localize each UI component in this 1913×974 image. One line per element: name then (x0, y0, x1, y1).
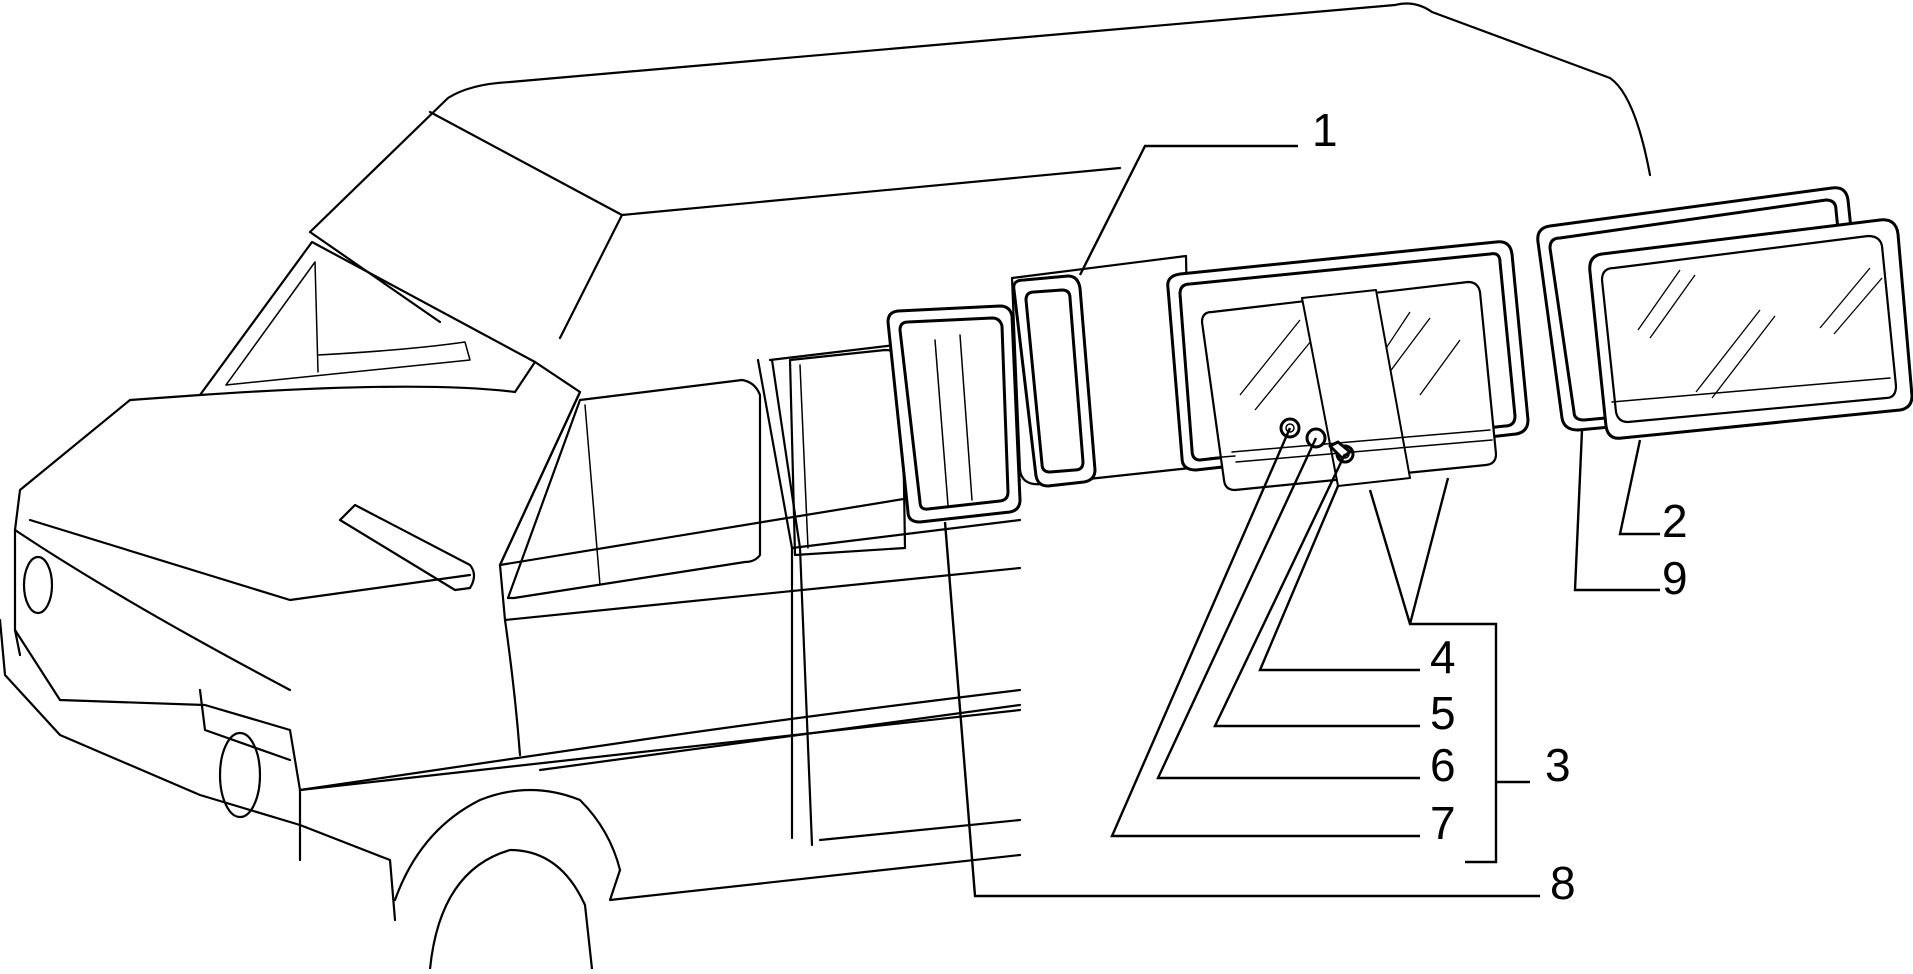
callout-7: 7 (1430, 797, 1456, 849)
callout-3: 3 (1545, 739, 1571, 791)
callout-6: 6 (1430, 739, 1456, 791)
leader-lines (943, 144, 1660, 898)
callout-9: 9 (1662, 552, 1688, 604)
part-2-glass (1588, 218, 1913, 440)
callout-8: 8 (1550, 857, 1576, 909)
callout-4: 4 (1430, 631, 1456, 683)
part-8-seal (886, 304, 1022, 524)
callout-labels: 1 2 9 4 5 6 3 7 8 (1312, 104, 1688, 909)
glass-reflection-marks (1637, 267, 1883, 399)
callout-5: 5 (1430, 687, 1456, 739)
part-3-sliding-window-assembly (1166, 240, 1530, 492)
van-body-outline (0, 2, 1652, 971)
callout-1: 1 (1312, 104, 1338, 156)
part-1-glass (1010, 254, 1192, 488)
callout-2: 2 (1662, 495, 1688, 547)
